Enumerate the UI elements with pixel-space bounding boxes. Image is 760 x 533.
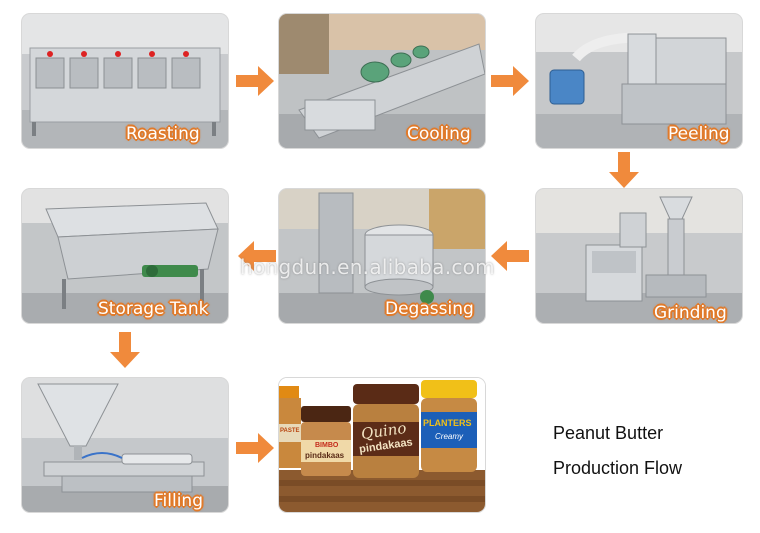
filling-photo: Filling: [22, 378, 228, 512]
peeling-photo: Peeling: [536, 14, 742, 148]
step-label-roasting: Roasting: [126, 124, 200, 144]
arrow-down-icon: [110, 332, 140, 368]
arrow-right-icon: [236, 66, 274, 96]
arrow-left-icon: [238, 241, 276, 271]
degassing-photo: Degassing: [279, 189, 485, 323]
jar-text-bimbo: pindakaas: [305, 451, 345, 460]
caption-line-2: Production Flow: [553, 458, 683, 478]
peanut-butter-jars-photo: PASTE BIMBO pindakaas Quino pindakaas PL…: [279, 378, 485, 512]
step-label-grinding: Grinding: [654, 303, 727, 323]
step-label-storage-tank: Storage Tank: [98, 299, 209, 319]
jar-label-paste: PASTE: [280, 428, 300, 434]
caption-line-1: Peanut Butter: [553, 423, 664, 443]
cooling-photo: Cooling: [279, 14, 485, 148]
jar-text-planters: Creamy: [435, 432, 464, 441]
arrow-left-icon: [491, 241, 529, 271]
step-label-filling: Filling: [154, 491, 203, 511]
step-label-cooling: Cooling: [407, 124, 471, 144]
step-label-peeling: Peeling: [668, 124, 730, 144]
grinding-photo: Grinding: [536, 189, 742, 323]
jar-brand-planters: PLANTERS: [423, 418, 472, 428]
jar-brand-bimbo: BIMBO: [315, 442, 339, 449]
arrow-down-icon: [609, 152, 639, 188]
storage-tank-photo: Storage Tank: [22, 189, 228, 323]
arrow-right-icon: [491, 66, 529, 96]
arrow-right-icon: [236, 433, 274, 463]
watermark: hongdun.en.alibaba.com: [240, 255, 495, 279]
roasting-photo: Roasting: [22, 14, 228, 148]
step-label-degassing: Degassing: [385, 299, 474, 319]
